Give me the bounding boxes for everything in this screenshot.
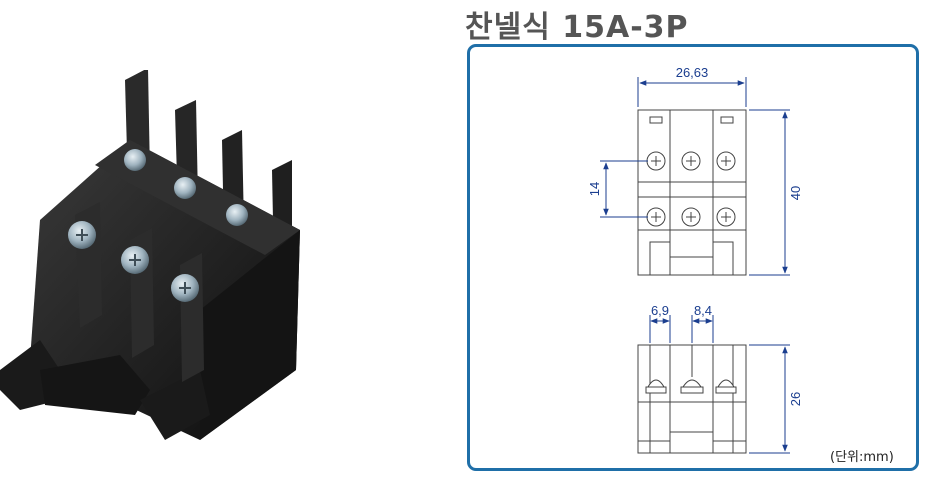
- product-title: 찬넬식 15A-3P: [465, 10, 689, 45]
- top-view: [637, 109, 747, 276]
- side-view-terminals: [645, 379, 737, 394]
- side-height-dimension: 26: [788, 392, 803, 406]
- pitch-dimension: 14: [587, 182, 602, 196]
- height-dimension: 40: [788, 186, 803, 200]
- product-photo: [0, 70, 300, 440]
- side-width-2-dimension: 8,4: [694, 303, 712, 318]
- side-view: [637, 344, 747, 454]
- diagram-frame: 26,63 40 14: [467, 44, 919, 471]
- technical-drawing: 26,63 40 14: [587, 65, 803, 454]
- unit-label: (단위:mm): [830, 450, 894, 465]
- width-dimension: 26,63: [676, 65, 709, 80]
- side-width-1-dimension: 6,9: [651, 303, 669, 318]
